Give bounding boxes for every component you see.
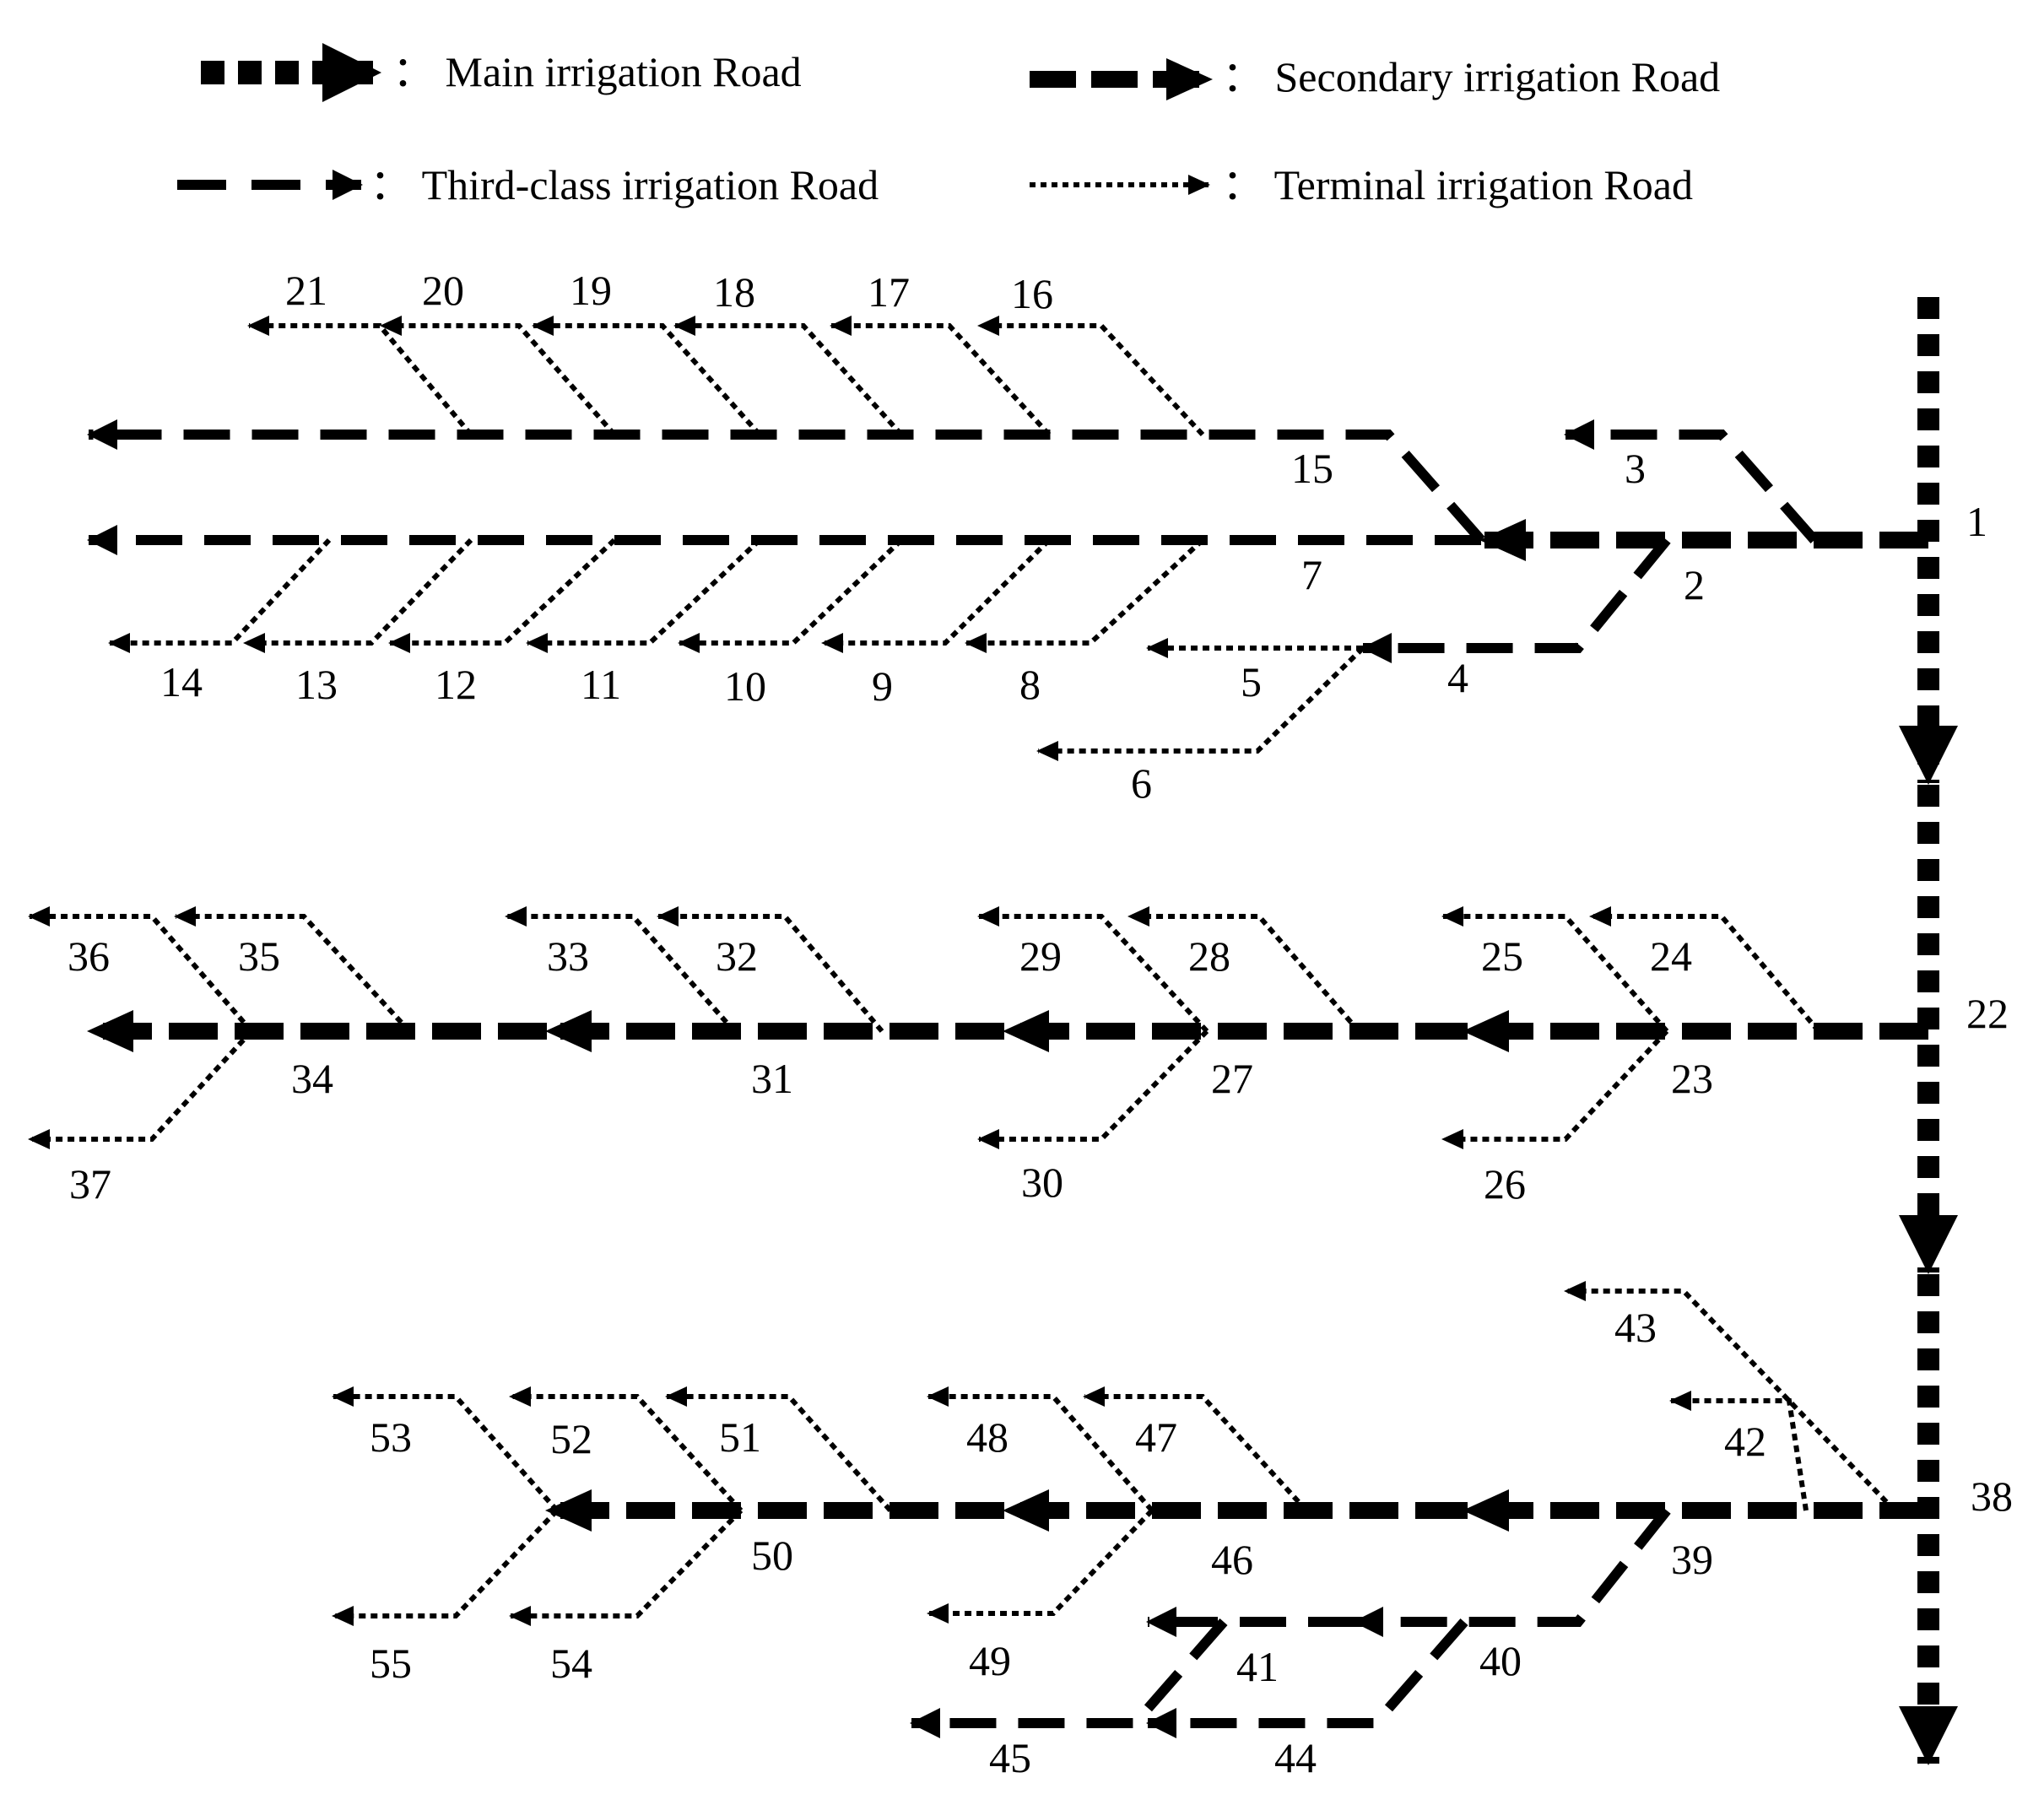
node-label: 26: [1484, 1160, 1526, 1208]
node-label: 37: [69, 1160, 111, 1208]
node-label: 54: [550, 1640, 592, 1687]
node-label: 19: [570, 267, 612, 314]
node-label: 10: [724, 662, 766, 710]
node-label: 4: [1447, 654, 1468, 701]
node-label: 18: [713, 268, 755, 316]
legend-secondary-label: ： Secondary irrigation Road: [1222, 53, 1720, 100]
node-label: 34: [291, 1055, 333, 1102]
node-label: 6: [1131, 759, 1152, 807]
node-label: 55: [370, 1640, 412, 1687]
node-label: 17: [868, 268, 910, 316]
node-label: 42: [1724, 1418, 1766, 1465]
legend: ： Main irrigation Road ： Secondary irrig…: [177, 43, 1720, 208]
node-label: 24: [1650, 932, 1692, 980]
node-label: 33: [547, 932, 589, 980]
node-label: 35: [238, 932, 280, 980]
node-label: 7: [1301, 551, 1322, 598]
node-label: 27: [1211, 1055, 1253, 1102]
node-label: 43: [1614, 1304, 1657, 1351]
legend-terminal-label: ： Terminal irrigation Road: [1222, 161, 1693, 208]
node-label: 32: [716, 932, 758, 980]
terminal-roads: [28, 316, 1897, 1626]
node-label: 30: [1021, 1159, 1063, 1206]
node-label: 12: [435, 661, 477, 708]
node-label: 1: [1966, 498, 1987, 545]
node-labels: 1 2 3 4 5 6 7 8 9 10 11 12 13 14 15 16 1…: [68, 267, 2013, 1781]
node-label: 2: [1684, 561, 1705, 608]
node-label: 52: [550, 1415, 592, 1462]
node-label: 25: [1481, 932, 1523, 980]
node-label: 48: [966, 1413, 1008, 1461]
node-label: 14: [160, 658, 203, 705]
node-label: 3: [1625, 445, 1646, 492]
node-label: 46: [1211, 1536, 1253, 1583]
legend-main-label: ： Main irrigation Road: [392, 48, 802, 95]
node-label: 13: [295, 661, 338, 708]
node-label: 5: [1241, 658, 1262, 705]
node-label: 21: [285, 267, 327, 314]
node-label: 47: [1135, 1413, 1177, 1461]
node-label: 45: [989, 1734, 1031, 1781]
legend-third-label: ： Third-class irrigation Road: [370, 161, 879, 208]
secondary-roads: [87, 519, 1928, 1532]
node-label: 39: [1671, 1536, 1713, 1583]
node-label: 23: [1671, 1055, 1713, 1102]
node-label: 51: [719, 1413, 761, 1461]
node-label: 22: [1966, 990, 2009, 1037]
node-label: 31: [751, 1055, 793, 1102]
node-label: 40: [1479, 1637, 1522, 1684]
node-label: 28: [1188, 932, 1230, 980]
node-label: 49: [969, 1637, 1011, 1684]
node-label: 38: [1971, 1472, 2013, 1520]
node-label: 36: [68, 932, 110, 980]
node-label: 9: [872, 662, 893, 710]
node-label: 16: [1011, 270, 1053, 317]
node-label: 44: [1274, 1734, 1317, 1781]
node-label: 8: [1019, 661, 1041, 708]
node-label: 29: [1019, 932, 1062, 980]
node-label: 11: [581, 661, 621, 708]
node-label: 41: [1236, 1643, 1279, 1690]
node-label: 53: [370, 1413, 412, 1461]
third-class-roads: [87, 419, 1819, 1738]
node-label: 50: [751, 1532, 793, 1579]
node-label: 15: [1291, 445, 1333, 492]
node-label: 20: [422, 267, 464, 314]
